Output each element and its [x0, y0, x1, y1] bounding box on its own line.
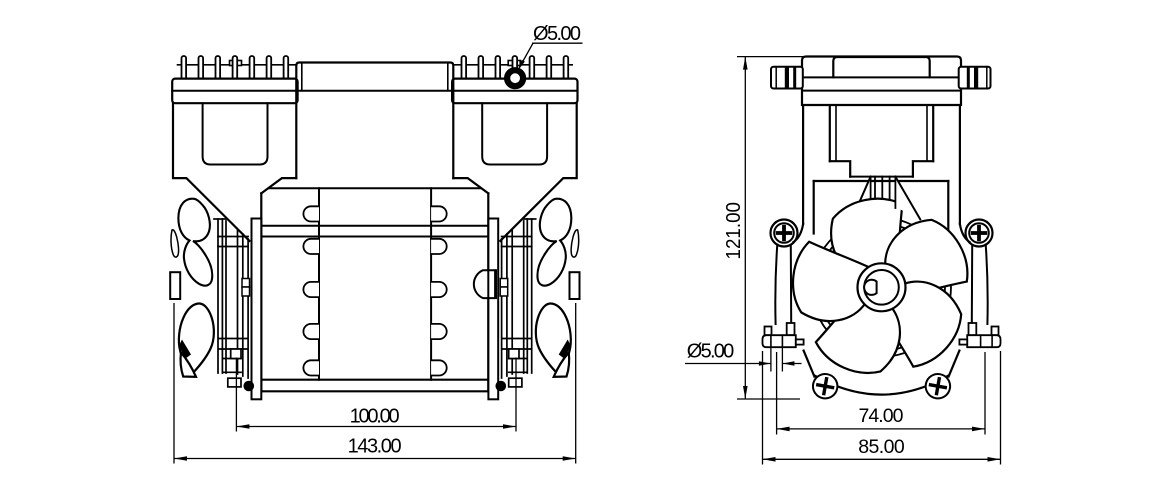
svg-text:100.00: 100.00 — [350, 406, 400, 428]
svg-text:143.00: 143.00 — [348, 435, 402, 457]
svg-text:121.00: 121.00 — [723, 202, 745, 260]
svg-text:74.00: 74.00 — [859, 405, 904, 427]
svg-text:Ø5.00: Ø5.00 — [533, 23, 581, 45]
svg-text:Ø5.00: Ø5.00 — [687, 340, 735, 362]
svg-text:85.00: 85.00 — [858, 436, 905, 458]
